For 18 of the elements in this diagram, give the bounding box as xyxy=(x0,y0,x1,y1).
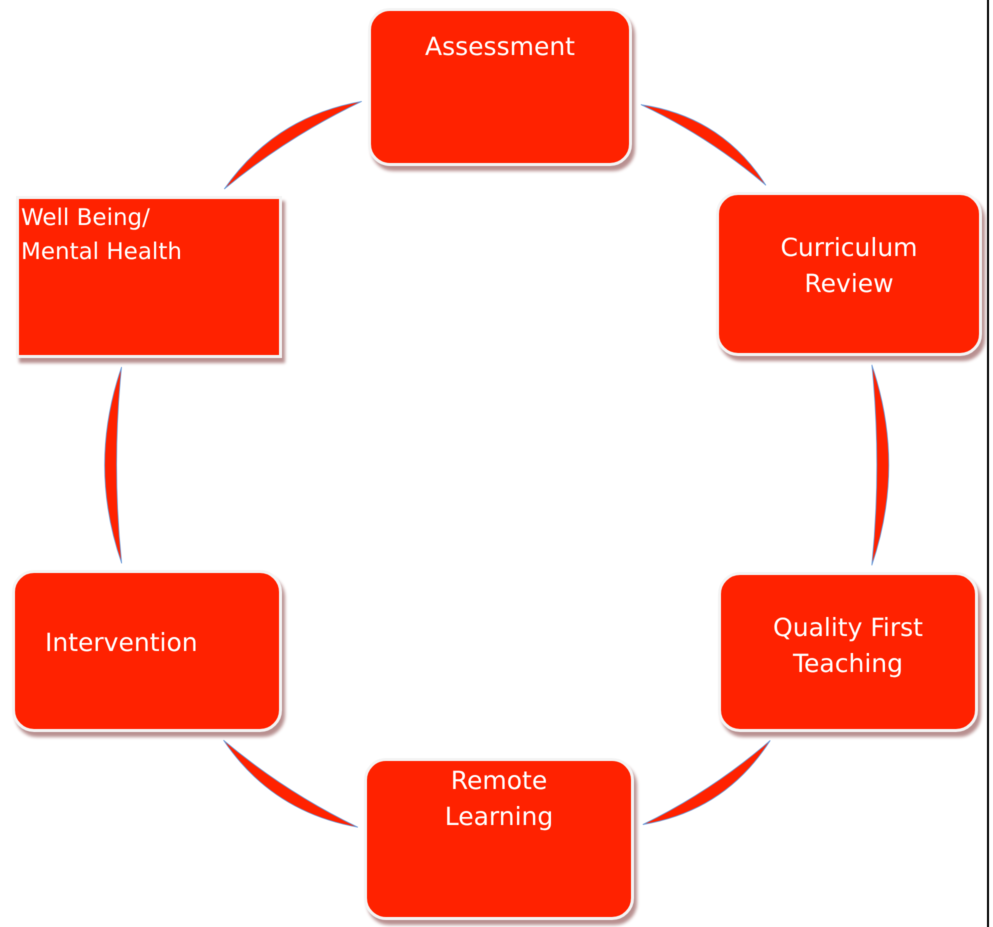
process-box xyxy=(716,192,982,356)
process-box xyxy=(368,8,632,166)
connector xyxy=(104,366,122,564)
box-label: Curriculum Review xyxy=(779,232,919,300)
connector xyxy=(640,104,766,186)
box-label: Well Being/ Mental Health xyxy=(21,204,183,267)
box-label: Intervention xyxy=(45,627,198,659)
box-label: Remote Learning xyxy=(444,765,554,833)
process-box xyxy=(12,570,282,732)
connector xyxy=(871,364,890,566)
connector xyxy=(224,100,362,190)
connector xyxy=(223,740,358,828)
process-box xyxy=(364,758,634,920)
connector xyxy=(642,740,771,825)
box-label: Assessment xyxy=(425,31,575,63)
box-label: Quality First Teaching xyxy=(772,612,924,680)
process-box xyxy=(16,196,282,358)
process-box xyxy=(718,572,978,732)
